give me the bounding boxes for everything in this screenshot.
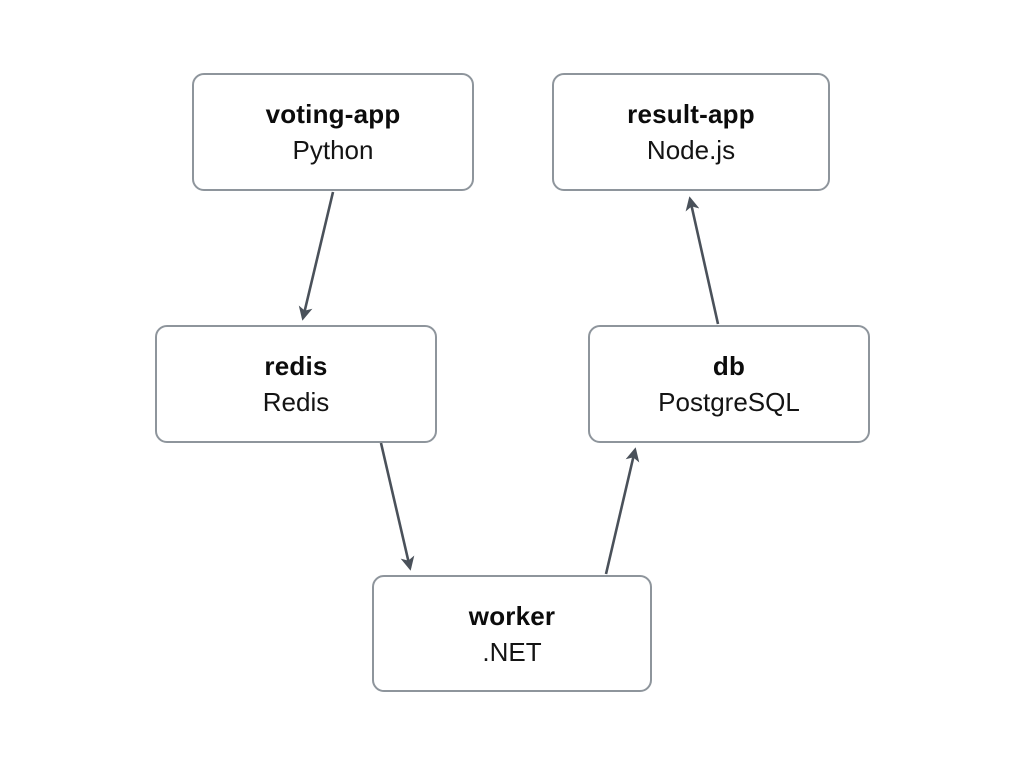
node-title: result-app [627,99,755,129]
node-subtitle: Redis [262,387,330,417]
node-worker: worker .NET [372,575,652,692]
edge-worker-to-db [604,447,640,575]
node-subtitle: .NET [482,636,542,667]
node-subtitle: PostgreSQL [658,387,800,417]
edge-voting-app-to-redis [298,191,335,321]
node-title: redis [264,351,328,381]
edge-db-to-result-app [685,196,720,325]
node-subtitle: Python [292,135,374,165]
node-subtitle: Node.js [646,135,736,165]
node-title: db [712,351,746,381]
node-title: worker [468,600,556,631]
node-title: voting-app [265,99,401,129]
edge-redis-to-worker [379,442,415,571]
